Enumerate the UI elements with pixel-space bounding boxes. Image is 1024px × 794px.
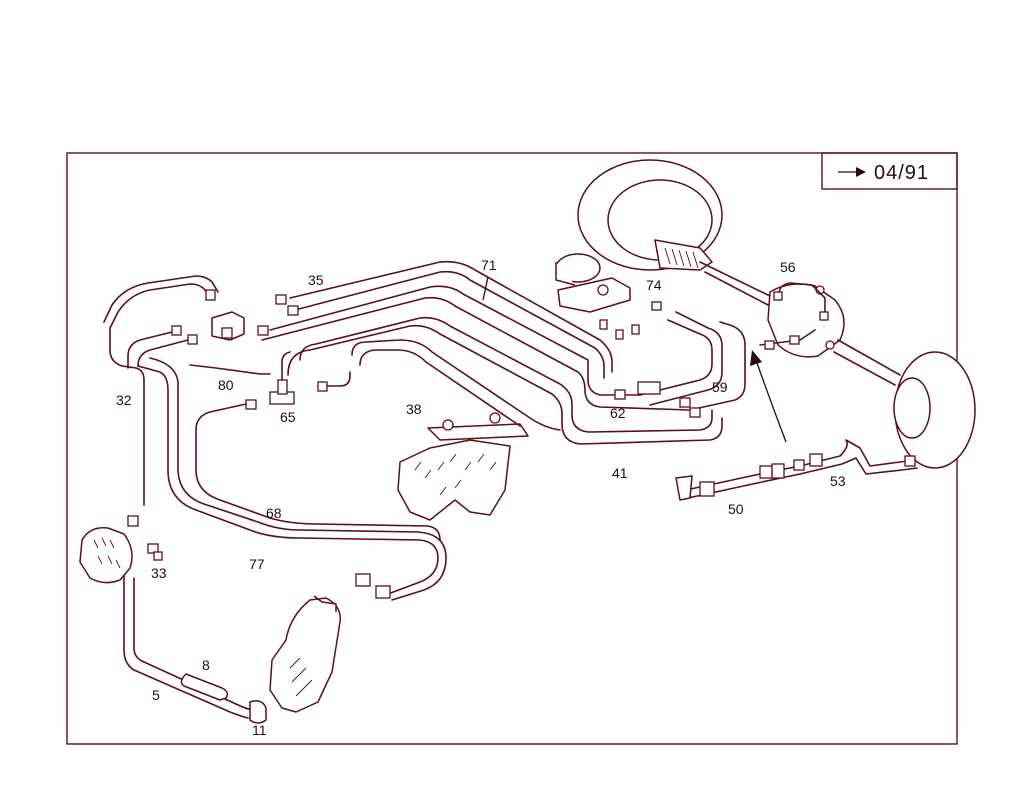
diagram-frame [66,152,958,745]
callout-71: 71 [481,257,497,273]
date-badge: 04/91 [821,152,958,190]
callout-33: 33 [151,565,167,581]
callout-59: 59 [712,379,728,395]
callout-38: 38 [406,401,422,417]
brake-line-bundle [261,260,746,445]
front-left-pipes [103,275,447,601]
callout-41: 41 [612,465,628,481]
front-caliper-assembly [79,515,267,724]
arrow-right-icon [838,167,866,177]
callout-50: 50 [728,501,744,517]
valve-block-74 [555,253,662,340]
callout-8: 8 [202,657,210,673]
callout-68: 68 [266,505,282,521]
callout-5: 5 [152,687,160,703]
callout-labels: 35 71 74 56 80 32 65 38 62 59 41 53 50 6… [116,257,846,738]
rear-hose-assembly [675,350,918,501]
callout-74: 74 [646,277,662,293]
master-cylinder-38 [397,412,529,521]
callout-11: 11 [252,722,267,738]
rear-axle-assembly [577,159,976,469]
callout-62: 62 [610,405,626,421]
callout-65: 65 [280,409,296,425]
callout-80: 80 [218,377,234,393]
callout-77: 77 [249,556,265,572]
rear-brake-drum-left [577,159,723,271]
callout-35: 35 [308,272,324,288]
callout-53: 53 [830,473,846,489]
rear-brake-drum-right [893,351,976,469]
callout-32: 32 [116,392,132,408]
date-text: 04/91 [874,162,929,184]
fluid-reservoir [269,595,341,713]
callout-56: 56 [780,259,796,275]
